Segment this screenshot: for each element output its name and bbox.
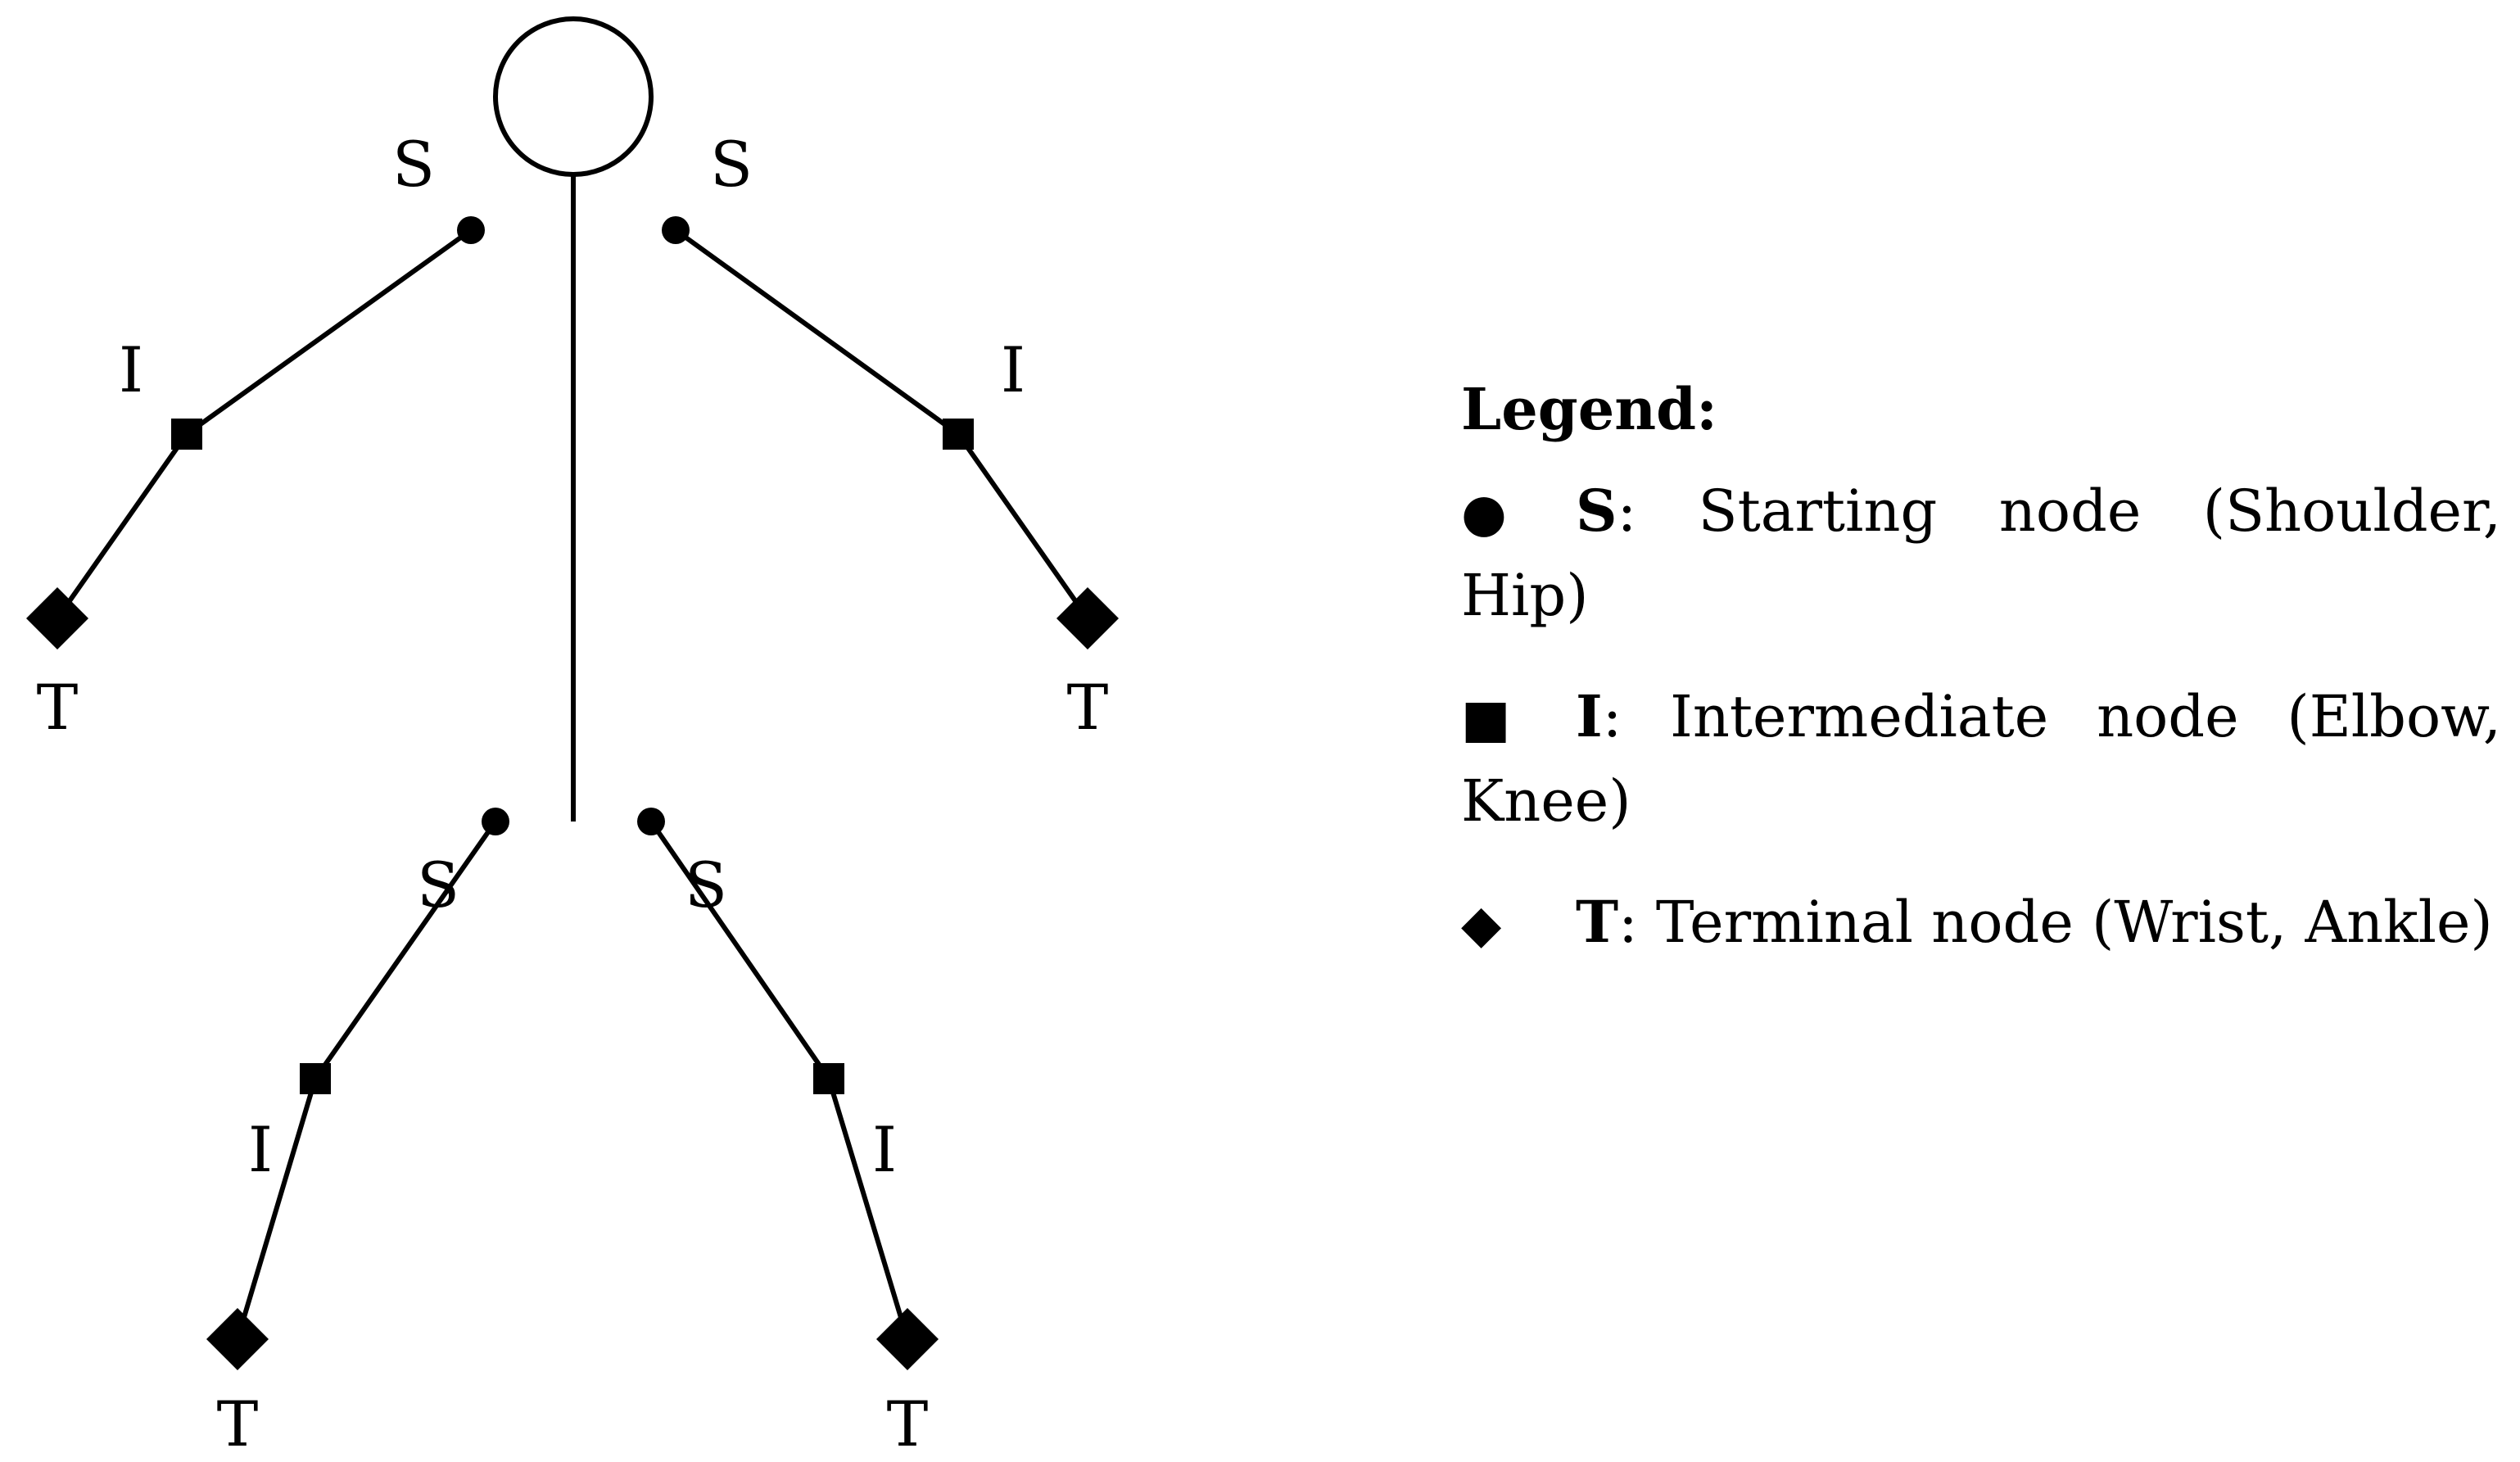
upper-right-limb-starting-label: S xyxy=(710,128,753,201)
lower-left-limb-edge-2 xyxy=(235,1078,318,1340)
upper-right-limb-edge-1 xyxy=(674,228,960,437)
lower-left-limb-starting-label: S xyxy=(417,849,459,921)
square-icon: ■ xyxy=(1461,689,1511,749)
nodes-layer xyxy=(26,216,1119,1370)
upper-right-limb-intermediate-node xyxy=(943,419,974,450)
legend: Legend: ● S: Starting node (Shoulder, Hip… xyxy=(1461,369,2501,1005)
legend-entry-starting: ● S: Starting node (Shoulder, Hip) xyxy=(1461,470,2501,636)
lower-left-limb-terminal-label: T xyxy=(217,1387,259,1460)
labels-layer: S I T S I T S I T S I T xyxy=(37,128,1109,1460)
lower-left-limb-terminal-node xyxy=(206,1308,269,1370)
lower-left-limb-intermediate-label: I xyxy=(248,1113,273,1186)
upper-right-limb-starting-node xyxy=(662,216,690,244)
legend-entry-intermediate: ■ I: Intermediate node (Elbow, Knee) xyxy=(1461,676,2501,842)
upper-left-limb-terminal-label: T xyxy=(37,671,79,744)
legend-text-intermediate: : Intermediate node (Elbow, Knee) xyxy=(1461,683,2501,835)
lower-left-limb-edge-1 xyxy=(313,820,498,1080)
lower-right-limb-edge-2 xyxy=(826,1078,910,1340)
lower-right-limb-terminal-node xyxy=(876,1308,939,1370)
legend-key-starting: S xyxy=(1576,477,1617,545)
legend-text-starting: : Starting node (Shoulder, Hip) xyxy=(1461,478,2501,629)
upper-left-limb-intermediate-node xyxy=(171,419,202,450)
upper-right-limb-terminal-node xyxy=(1056,587,1119,650)
circle-icon: ● xyxy=(1461,483,1507,544)
edges-layer xyxy=(55,16,1090,1340)
upper-right-limb-terminal-label: T xyxy=(1067,671,1109,744)
upper-right-limb-intermediate-label: I xyxy=(1001,333,1025,406)
legend-key-intermediate: I xyxy=(1576,682,1603,750)
lower-right-limb-intermediate-label: I xyxy=(872,1113,897,1186)
lower-right-limb-terminal-label: T xyxy=(887,1387,929,1460)
upper-left-limb-starting-node xyxy=(457,216,485,244)
legend-text-terminal: : Terminal node (Wrist, Ankle) xyxy=(1618,889,2493,956)
lower-right-limb-starting-label: S xyxy=(685,849,727,921)
lower-right-limb-starting-node xyxy=(637,808,665,835)
head-circle xyxy=(493,16,654,177)
lower-left-limb-starting-node xyxy=(482,808,509,835)
upper-left-limb-edge-1 xyxy=(185,228,473,437)
upper-left-limb-intermediate-label: I xyxy=(119,333,143,406)
legend-title: Legend: xyxy=(1461,375,1717,443)
diamond-icon: ◆ xyxy=(1461,894,1502,955)
lower-right-limb-intermediate-node xyxy=(813,1063,844,1094)
upper-left-limb-terminal-node xyxy=(26,587,88,650)
upper-left-limb-starting-label: S xyxy=(392,128,435,201)
upper-right-limb-edge-2 xyxy=(956,432,1090,620)
legend-entry-terminal: ◆ T: Terminal node (Wrist, Ankle) xyxy=(1461,881,2501,966)
legend-key-terminal: T xyxy=(1576,888,1619,956)
upper-left-limb-edge-2 xyxy=(55,432,189,620)
lower-left-limb-intermediate-node xyxy=(300,1063,331,1094)
lower-right-limb-edge-1 xyxy=(649,820,831,1080)
